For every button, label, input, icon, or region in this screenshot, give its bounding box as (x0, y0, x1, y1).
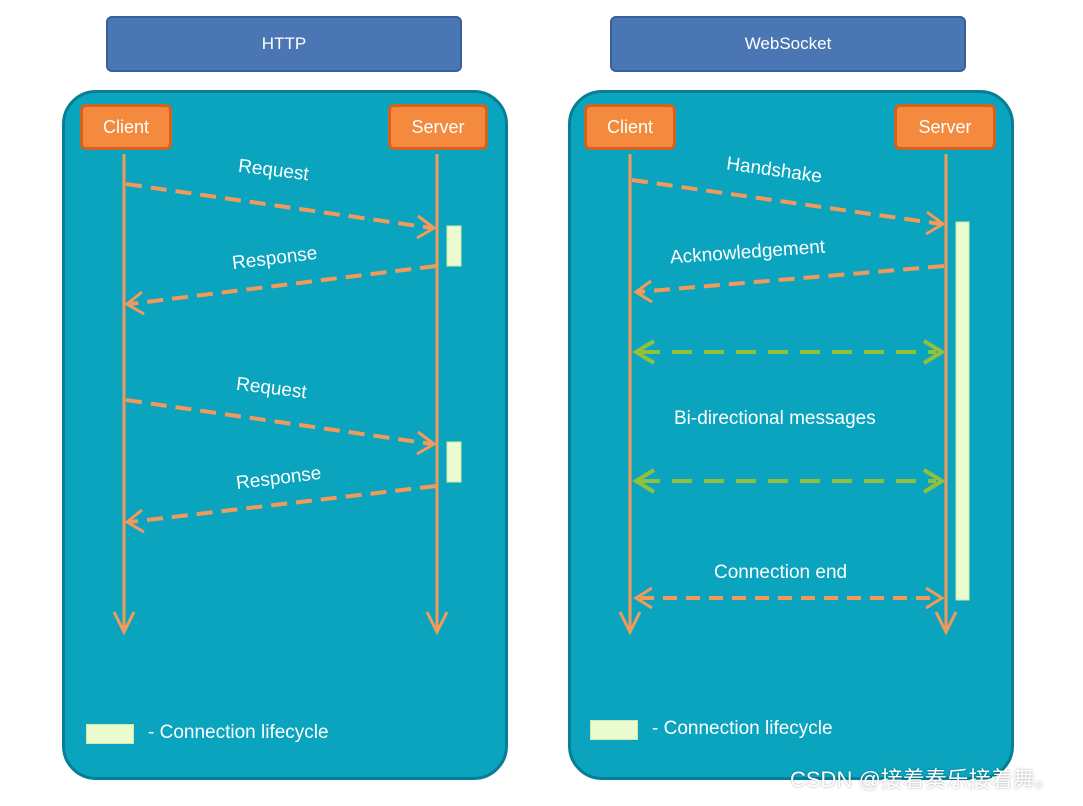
ws-legend-swatch (590, 720, 638, 740)
ws-bidirectional-label: Bi-directional messages (674, 408, 876, 429)
http-request-1-arrow (125, 182, 433, 230)
ws-connection-end-right-head (925, 586, 945, 610)
ws-lifecycle-bar (955, 221, 970, 601)
http-response-1-arrowhead (124, 290, 145, 316)
ws-connection-end-label: Connection end (714, 562, 848, 583)
ws-server-lifeline-arrowhead (934, 611, 958, 636)
watermark: CSDN @接着奏乐接着舞。 (790, 767, 1057, 792)
ws-handshake-arrowhead (925, 210, 946, 236)
ws-bidirectional-arrow-1-right-head (922, 339, 946, 365)
ws-ack-arrow (637, 264, 945, 294)
http-legend-swatch (86, 724, 134, 744)
http-title: HTTP (106, 16, 462, 72)
http-server-node: Server (388, 104, 488, 150)
http-lifecycle-bar-1 (446, 225, 462, 267)
ws-client-lifeline-arrowhead (618, 611, 642, 636)
http-response-1-arrow (129, 264, 437, 306)
http-request-1-arrowhead (416, 214, 437, 240)
ws-ack-arrowhead (633, 279, 653, 304)
ws-handshake-arrow (631, 178, 942, 226)
ws-bidirectional-arrow-2-right-head (922, 468, 946, 494)
websocket-title: WebSocket (610, 16, 966, 72)
http-server-lifeline-arrowhead (425, 611, 449, 636)
ws-bidirectional-arrow-1-left-head (632, 339, 656, 365)
http-client-node: Client (80, 104, 172, 150)
websocket-panel (568, 90, 1014, 780)
ws-bidirectional-arrow-2-left-head (632, 468, 656, 494)
ws-client-node: Client (584, 104, 676, 150)
http-response-2-arrow (129, 484, 437, 524)
ws-connection-end-left-head (633, 586, 653, 610)
http-request-2-arrow (125, 398, 433, 446)
ws-server-node: Server (894, 104, 996, 150)
http-request-2-arrowhead (416, 430, 437, 456)
ws-legend-text: - Connection lifecycle (652, 718, 833, 739)
http-response-2-arrowhead (124, 508, 145, 534)
http-lifecycle-bar-2 (446, 441, 462, 483)
http-legend-text: - Connection lifecycle (148, 722, 329, 743)
http-client-lifeline-arrowhead (112, 611, 136, 636)
